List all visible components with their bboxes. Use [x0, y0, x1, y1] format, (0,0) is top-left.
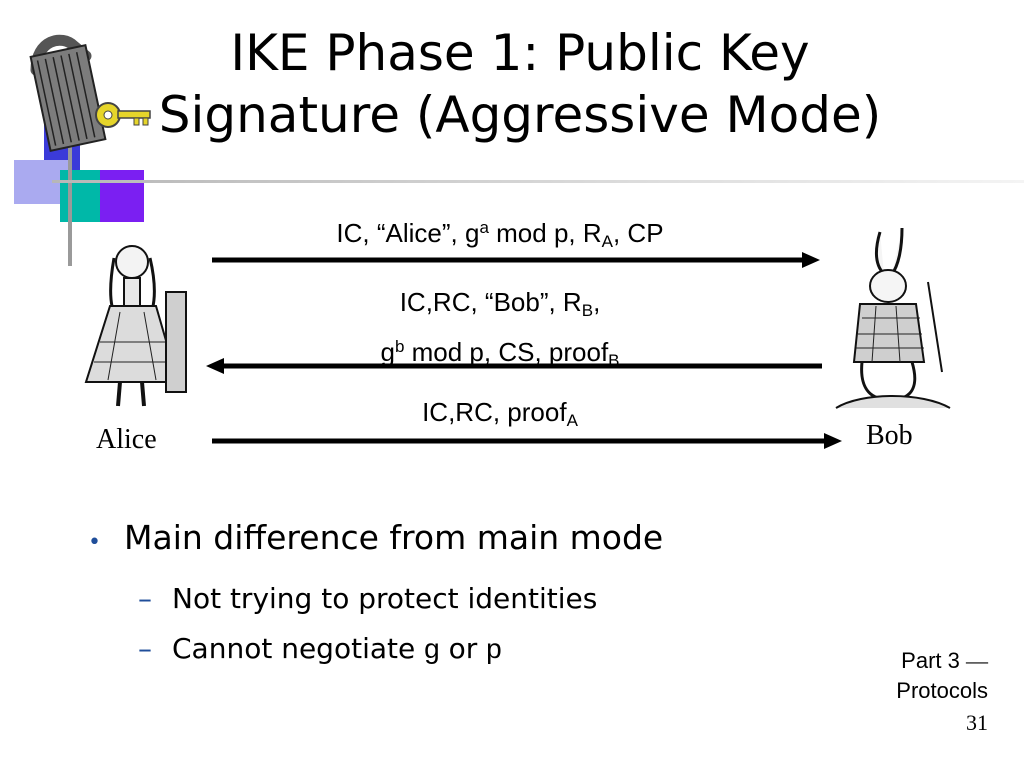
slide-title: IKE Phase 1: Public Key Signature (Aggre…: [90, 22, 950, 146]
sub-bullet-item-1: – Not trying to protect identities: [138, 579, 788, 619]
bullet-dash: –: [138, 632, 152, 665]
bullet-list: • Main difference from main mode – Not t…: [88, 516, 788, 669]
bullet-dot: •: [88, 530, 101, 555]
padlock-logo-graphic: [14, 34, 151, 266]
purple-square: [100, 170, 144, 222]
bob-label: Bob: [866, 420, 913, 451]
slide-footer: Part 3 — Protocols: [896, 648, 988, 703]
message-3-label: IC,RC, proofA: [422, 397, 578, 430]
arrow-bob-to-alice: [206, 358, 822, 374]
alice-label: Alice: [96, 424, 157, 455]
message-2-label: IC,RC, “Bob”, RB, gb mod p, CS, proofB: [380, 287, 620, 370]
bullet-item-1: • Main difference from main mode: [88, 516, 788, 565]
key-icon: [95, 102, 151, 128]
arrow-alice-to-bob-2: [212, 433, 842, 449]
title-line-2: Signature (Aggressive Mode): [158, 86, 882, 144]
message-1-label: IC, “Alice”, ga mod p, RA, CP: [336, 218, 664, 251]
sub-bullet-item-2: – Cannot negotiate g or p: [138, 629, 788, 669]
gray-vertical-line: [68, 110, 72, 266]
padlock-body: [29, 44, 107, 152]
alice-illustration: [84, 245, 187, 407]
page-number: 31: [966, 710, 988, 735]
arrow-alice-to-bob-1: [212, 252, 820, 268]
title-line-1: IKE Phase 1: Public Key: [230, 24, 810, 82]
title-divider: [52, 180, 1024, 183]
rabbit-illustration: [835, 227, 951, 409]
bullet-dash: –: [138, 582, 152, 615]
